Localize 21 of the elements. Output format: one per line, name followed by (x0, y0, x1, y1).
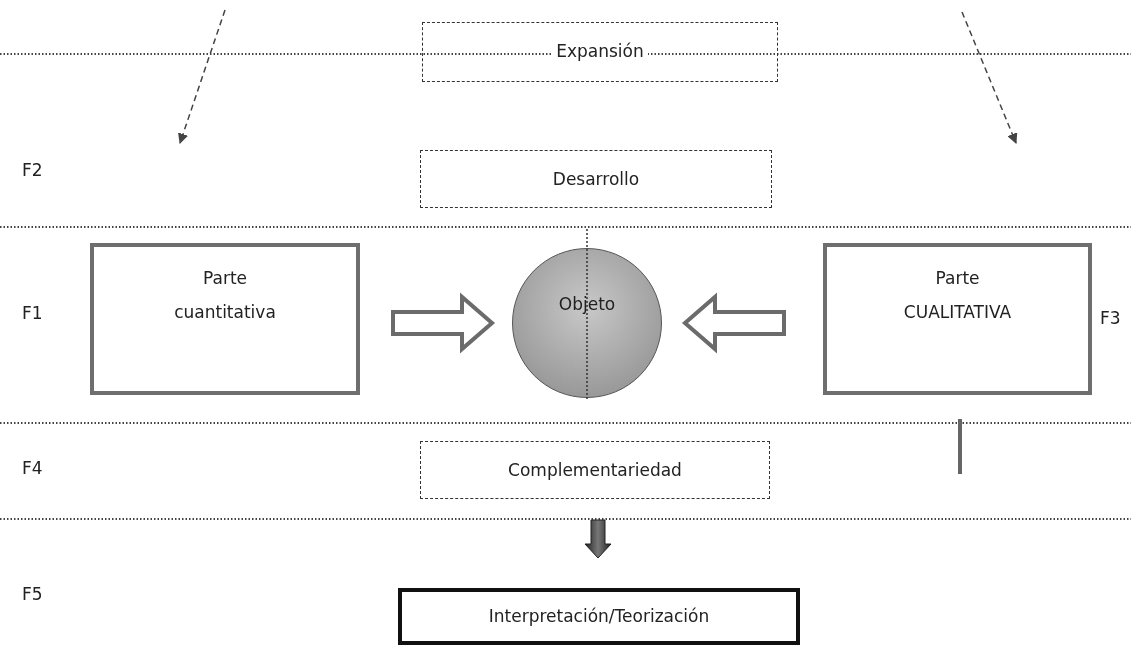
row-label: F3 (1100, 308, 1121, 328)
node-label: Objeto (558, 293, 616, 316)
row-label: F4 (22, 458, 43, 478)
node-label: Desarrollo (552, 167, 640, 191)
process-box (90, 243, 360, 395)
block-arrow (584, 519, 612, 559)
dashed-box (420, 441, 770, 499)
hollow-block-arrow (681, 292, 786, 354)
node-label: Complementariedad (508, 458, 682, 482)
row-label: F5 (22, 584, 43, 604)
node-label: Expansión (552, 40, 648, 64)
process-box (823, 243, 1092, 395)
hollow-block-arrow (391, 292, 496, 354)
result-box (398, 588, 800, 645)
row-label: F2 (22, 160, 43, 180)
node-label: Interpretación/Teorización (488, 605, 710, 629)
node-label: Parte CUALITATIVA (902, 267, 1013, 324)
node-label: Parte cuantitativa (173, 267, 277, 324)
dashed-box (420, 150, 772, 208)
dashed-box (422, 22, 778, 82)
row-label: F1 (22, 303, 43, 323)
